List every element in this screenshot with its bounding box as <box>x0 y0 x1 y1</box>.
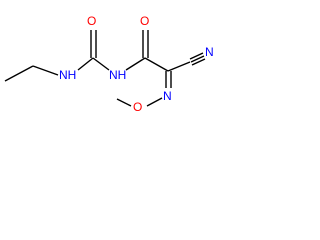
bond-camide-calpha <box>144 57 169 72</box>
bond-c1-c2 <box>4 65 34 82</box>
atom-label-nh-mid: NH <box>109 68 126 82</box>
bond-cn-triple-c <box>191 58 206 66</box>
atom-label-ether-oxygen: O <box>133 100 142 114</box>
bond-curea-n2 <box>92 57 110 71</box>
bond-cn-triple-b <box>190 55 205 63</box>
atom-label-amide-oxygen: O <box>140 14 149 28</box>
atom-label-oxime-nitrogen: N <box>163 89 172 103</box>
bond-cn-triple-a <box>189 52 204 60</box>
bond-calpha-cnitrile <box>167 61 191 72</box>
atom-label-nh-left: NH <box>59 68 76 82</box>
atom-label-nitrile-nitrogen: N <box>205 45 214 59</box>
bond-n1-curea <box>77 57 94 71</box>
bond-c2-n1 <box>32 65 59 76</box>
structure-canvas: O O NH NH N N O <box>0 0 244 116</box>
molecule-diagram: O O NH NH N N O <box>4 14 214 114</box>
bond-n2-camide <box>125 57 146 71</box>
bond-oether-methyl <box>116 98 132 107</box>
bond-noxime-oether <box>146 97 163 107</box>
atom-label-urea-oxygen: O <box>87 14 96 28</box>
